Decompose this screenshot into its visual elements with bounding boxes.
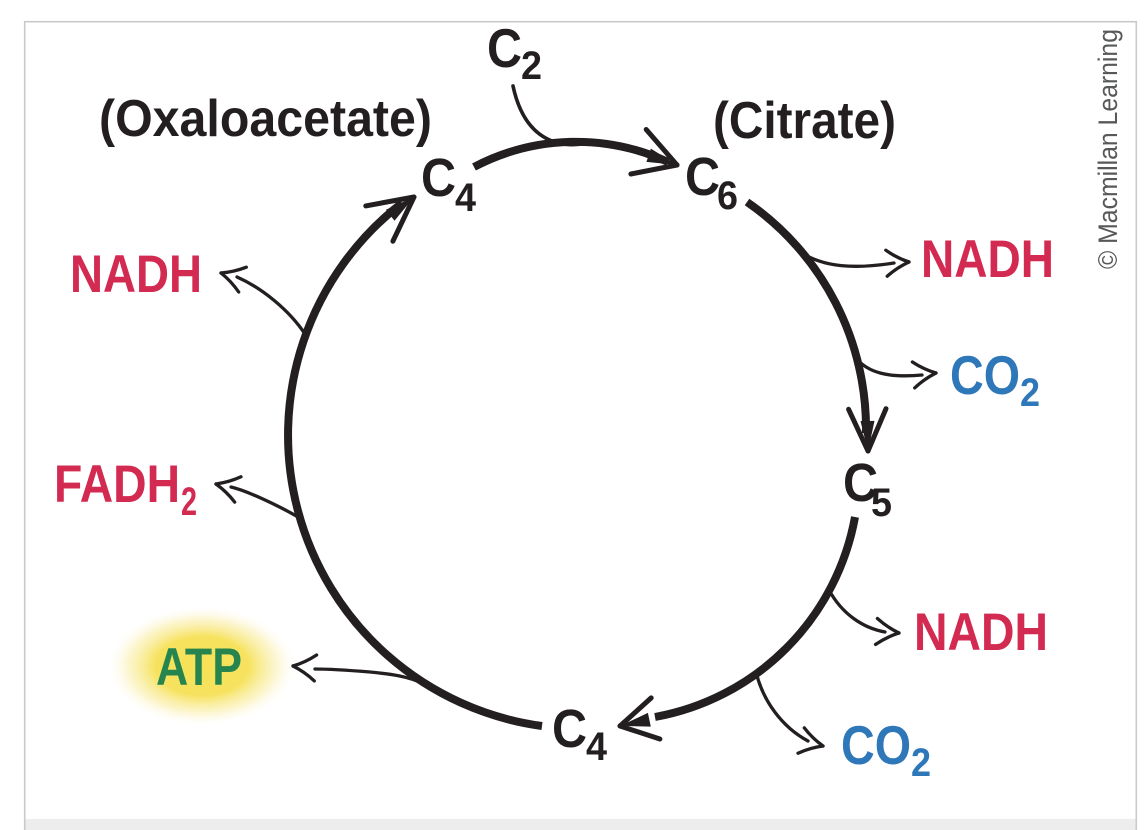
svg-text:2: 2 xyxy=(1020,371,1040,415)
svg-text:NADH: NADH xyxy=(921,230,1054,289)
svg-text:FADH: FADH xyxy=(54,455,180,514)
svg-text:C: C xyxy=(487,17,522,79)
svg-text:C: C xyxy=(685,147,720,207)
svg-text:4: 4 xyxy=(586,725,608,769)
svg-text:(Oxaloacetate): (Oxaloacetate) xyxy=(99,90,432,148)
svg-text:CO: CO xyxy=(841,714,911,776)
svg-text:6: 6 xyxy=(717,174,738,218)
svg-text:© Macmillan Learning: © Macmillan Learning xyxy=(1093,29,1123,269)
svg-text:C: C xyxy=(843,453,878,513)
svg-text:CO: CO xyxy=(950,344,1020,406)
svg-text:2: 2 xyxy=(521,44,542,88)
svg-text:(Citrate): (Citrate) xyxy=(713,92,896,150)
svg-text:NADH: NADH xyxy=(70,245,202,304)
svg-text:4: 4 xyxy=(455,176,477,220)
svg-text:2: 2 xyxy=(911,741,931,785)
svg-text:ATP: ATP xyxy=(156,638,242,697)
svg-text:5: 5 xyxy=(871,481,892,525)
svg-text:NADH: NADH xyxy=(914,603,1048,662)
svg-text:C: C xyxy=(552,699,587,759)
svg-text:C: C xyxy=(421,148,456,208)
svg-text:2: 2 xyxy=(181,480,197,524)
